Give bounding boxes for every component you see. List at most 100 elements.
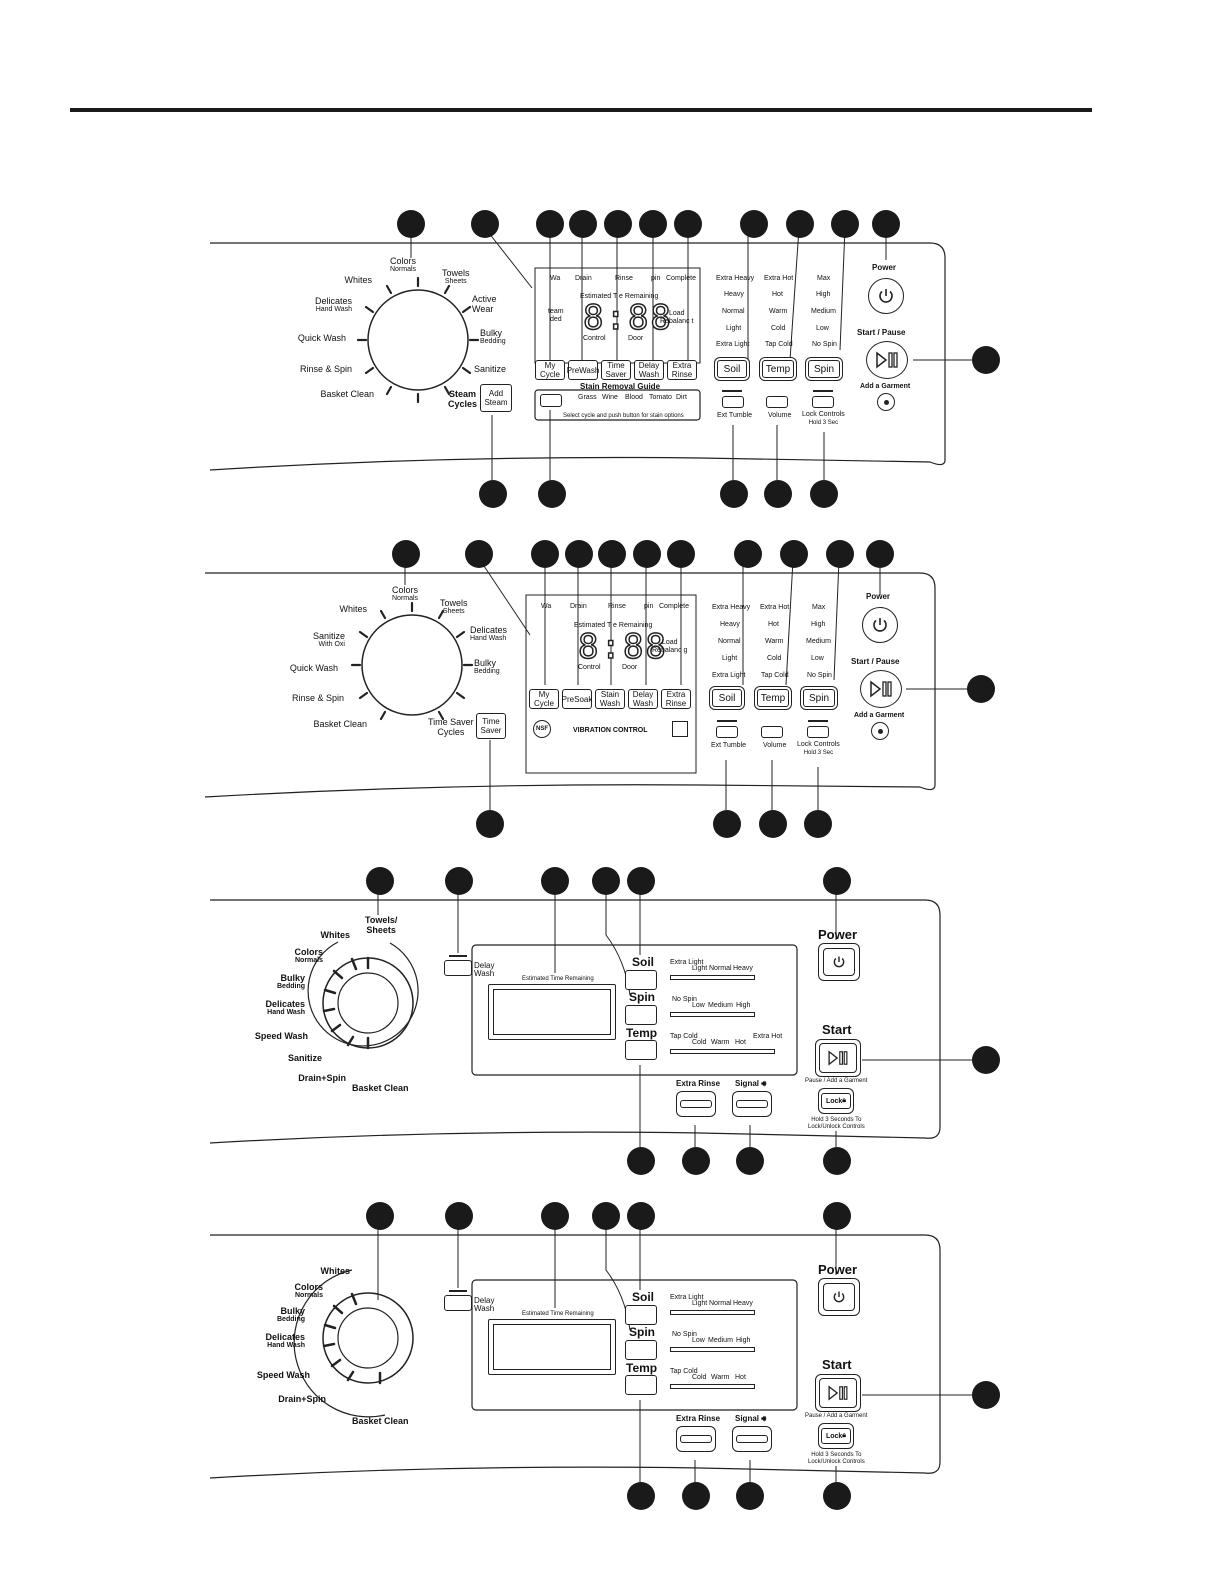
lock-controls-button[interactable] (812, 396, 834, 408)
add-garment-button[interactable] (877, 393, 895, 411)
power-button[interactable] (818, 943, 860, 981)
delay-wash-button[interactable]: Delay Wash (628, 689, 658, 709)
callout-10 (736, 1147, 764, 1175)
soil-button[interactable]: Soil (717, 360, 747, 378)
start-pause-button[interactable] (866, 341, 908, 379)
callout-7 (667, 540, 695, 568)
spin-medium: Medium (811, 308, 836, 315)
volume-button[interactable] (766, 396, 788, 408)
spin-high: High (811, 621, 826, 628)
extra-rinse-button[interactable]: Extra Rinse (661, 689, 691, 709)
soil-normal: Normal (709, 965, 732, 972)
soil-extra-light: Extra Light (670, 959, 704, 966)
soil-button[interactable]: Soil (712, 689, 742, 707)
power-button[interactable] (868, 278, 904, 314)
temp-button[interactable] (625, 1040, 657, 1060)
ext-tumble-led (722, 390, 742, 392)
callout-10 (736, 1482, 764, 1510)
extra-rinse-button[interactable] (676, 1426, 716, 1452)
cycle-towels: Towels/Sheets (365, 915, 398, 935)
stain-button[interactable] (540, 394, 562, 407)
spin-led-bar (670, 1012, 755, 1017)
callout-2 (465, 540, 493, 568)
add-garment-button[interactable] (871, 722, 889, 740)
volume-button[interactable] (761, 726, 783, 738)
stain-note: Select cycle and push button for stain o… (563, 413, 684, 419)
spin-button[interactable] (625, 1005, 657, 1025)
presoak-button[interactable]: PreSoak (562, 689, 592, 709)
soil-light: Light (692, 1300, 708, 1307)
pause-add-garment-label: Pause / Add a Garment (805, 1413, 868, 1419)
spin-button[interactable]: Spin (808, 360, 840, 378)
power-button[interactable] (818, 1278, 860, 1316)
temp-extra-hot: Extra Hot (760, 604, 790, 611)
soil-button[interactable] (625, 1305, 657, 1325)
temp-button[interactable]: Temp (762, 360, 794, 378)
ext-tumble-button[interactable] (716, 726, 738, 738)
stain-wash-button[interactable]: Stain Wash (595, 689, 625, 709)
start-button[interactable] (815, 1374, 861, 1412)
extra-rinse-button[interactable]: Extra Rinse (667, 360, 697, 380)
stain-wine: Wine (602, 394, 618, 401)
cycle-dial (367, 289, 469, 391)
soil-heavy: Heavy (724, 291, 744, 298)
prewash-button[interactable]: PreWash (567, 360, 599, 380)
signal-button[interactable] (732, 1426, 772, 1452)
temp-hot: Hot (768, 621, 779, 628)
signal-icon: 🔊︎ (761, 1079, 767, 1088)
time-saver-button[interactable]: Time Saver (601, 360, 631, 380)
spin-button[interactable] (625, 1340, 657, 1360)
power-icon (833, 956, 845, 968)
start-label: Start (822, 1357, 852, 1372)
spin-button[interactable]: Spin (803, 689, 835, 707)
lock-button[interactable]: Lock🔒︎ (818, 1423, 854, 1449)
cycle-quick-wash: Quick Wash (297, 333, 346, 343)
delay-wash-button[interactable] (444, 1295, 472, 1311)
temp-warm: Warm (711, 1039, 730, 1046)
start-pause-button[interactable] (860, 670, 902, 708)
callout-10 (831, 210, 859, 238)
soil-button[interactable] (625, 970, 657, 990)
my-cycle-button[interactable]: My Cycle (535, 360, 565, 380)
extra-rinse-button[interactable] (676, 1091, 716, 1117)
callout-8 (627, 1147, 655, 1175)
start-button[interactable] (815, 1039, 861, 1077)
ext-tumble-button[interactable] (722, 396, 744, 408)
cycle-sanitize: Sanitize (287, 1053, 322, 1063)
callout-9 (780, 540, 808, 568)
soil-label: Soil (632, 955, 655, 969)
panel-2-outline (204, 559, 970, 810)
display-complete: Complete (666, 275, 696, 282)
temp-hot: Hot (772, 291, 783, 298)
lock-button[interactable]: Lock🔒︎ (818, 1088, 854, 1114)
soil-extra-heavy: Extra Heavy (712, 604, 751, 611)
power-label: Power (818, 1262, 858, 1277)
temp-button[interactable] (625, 1375, 657, 1395)
soil-heavy: Heavy (733, 1300, 753, 1307)
callout-7 (972, 1046, 1000, 1074)
callout-13 (476, 810, 504, 838)
temp-led-bar (670, 1049, 775, 1054)
lock-controls-button[interactable] (807, 726, 829, 738)
callout-3 (541, 1202, 569, 1230)
temp-warm: Warm (765, 638, 784, 645)
time-display (488, 984, 616, 1040)
my-cycle-button[interactable]: My Cycle (529, 689, 559, 709)
signal-button[interactable] (732, 1091, 772, 1117)
power-button[interactable] (862, 607, 898, 643)
display-rinse: Rinse (608, 603, 626, 610)
delay-wash-button[interactable]: Delay Wash (634, 360, 664, 380)
temp-button[interactable]: Temp (757, 689, 789, 707)
delay-wash-button[interactable] (444, 960, 472, 976)
display-estimated: Estimated T e Remaining (580, 293, 659, 300)
